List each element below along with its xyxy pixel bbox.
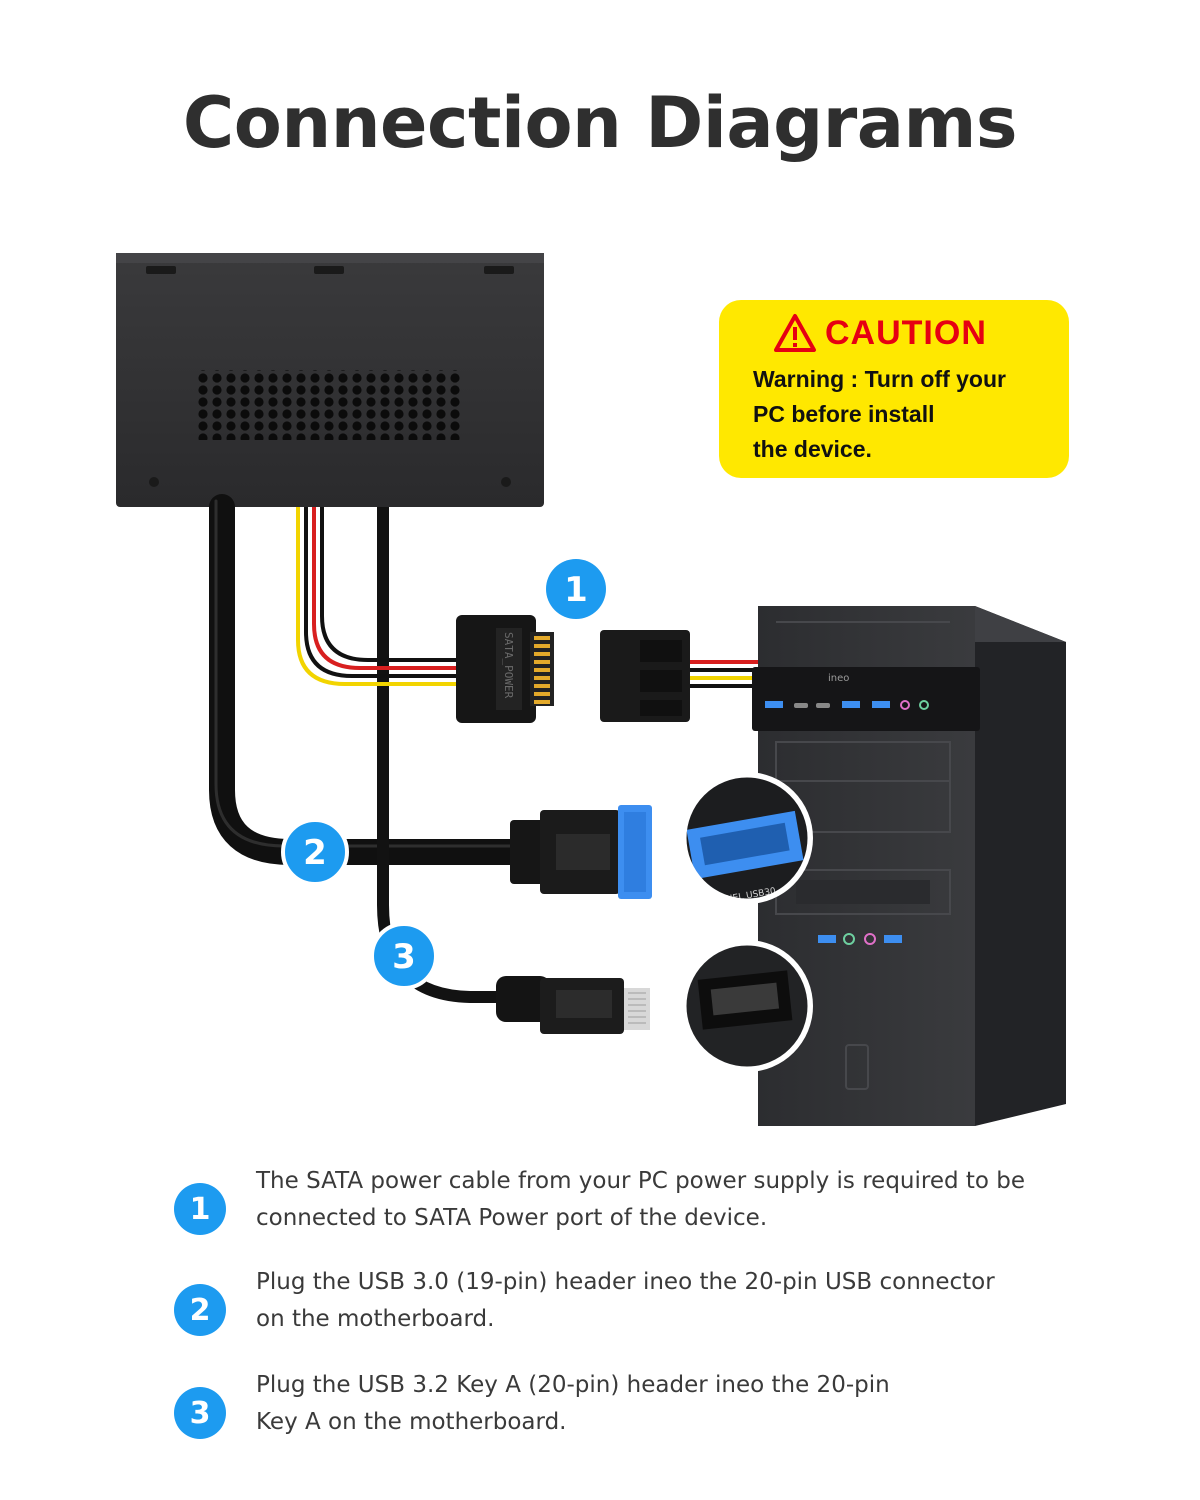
step-3-text: Plug the USB 3.2 Key A (20-pin) header i…	[256, 1367, 1076, 1441]
step-line: on the motherboard.	[256, 1306, 495, 1332]
step-line: Key A on the motherboard.	[256, 1409, 567, 1435]
diagram-marker-3: 3	[370, 922, 438, 990]
diagram-marker-1: 1	[546, 559, 606, 619]
caution-warning-text: Warning : Turn off your PC before instal…	[753, 362, 1063, 467]
usb32-connector	[496, 976, 650, 1034]
step-line: connected to SATA Power port of the devi…	[256, 1205, 768, 1231]
step-1-text: The SATA power cable from your PC power …	[256, 1163, 1076, 1237]
caution-line: the device.	[753, 436, 872, 462]
step-line: The SATA power cable from your PC power …	[256, 1168, 1026, 1194]
usb30-connector	[510, 805, 652, 899]
page-title: Connection Diagrams	[182, 82, 1018, 164]
step-1: 1 The SATA power cable from your PC powe…	[174, 1168, 1074, 1263]
sata-power-label: SATA_POWER	[502, 632, 515, 699]
bay-brand-label: ineo	[828, 673, 849, 684]
psu-sata-connector	[600, 630, 690, 722]
caution-line: Warning : Turn off your	[753, 366, 1006, 392]
diagram-marker-2: 2	[281, 818, 349, 886]
front-panel-device	[116, 253, 544, 507]
marker-1-label: 1	[564, 570, 588, 610]
marker-2-label: 2	[303, 833, 327, 873]
step-line: Plug the USB 3.0 (19-pin) header ineo th…	[256, 1269, 995, 1295]
warning-triangle-icon	[774, 314, 816, 352]
step-1-badge: 1	[174, 1183, 226, 1235]
step-2-badge: 2	[174, 1284, 226, 1336]
caution-heading: CAUTION	[825, 313, 987, 352]
caution-line: PC before install	[753, 401, 935, 427]
sata-cables	[296, 507, 760, 688]
marker-3-label: 3	[392, 937, 416, 977]
sata-power-connector: SATA_POWER	[456, 615, 554, 723]
usb32-header-closeup	[681, 940, 813, 1072]
step-3: 3 Plug the USB 3.2 Key A (20-pin) header…	[174, 1372, 1074, 1467]
caution-box: CAUTION Warning : Turn off your PC befor…	[719, 300, 1069, 478]
connection-diagram: SATA_POWER	[116, 253, 1066, 1126]
step-3-badge: 3	[174, 1387, 226, 1439]
usb30-header-closeup: PANEL USB30	[681, 772, 813, 904]
step-2: 2 Plug the USB 3.0 (19-pin) header ineo …	[174, 1269, 1074, 1364]
step-2-text: Plug the USB 3.0 (19-pin) header ineo th…	[256, 1264, 1076, 1338]
step-line: Plug the USB 3.2 Key A (20-pin) header i…	[256, 1372, 890, 1398]
